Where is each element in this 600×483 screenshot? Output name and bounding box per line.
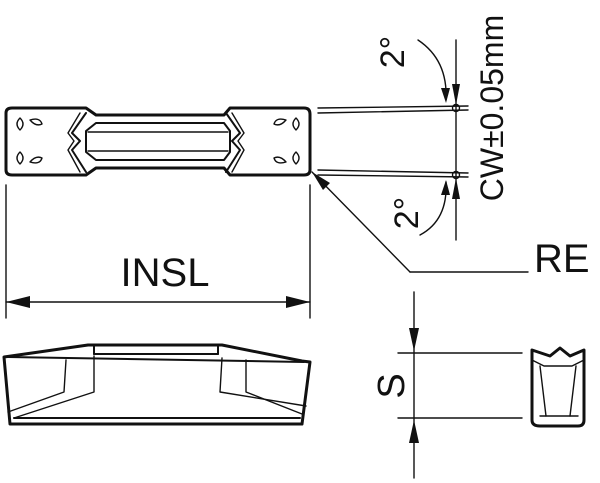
insert-groove [85, 122, 231, 161]
insert-top-outline [4, 106, 312, 177]
cw-dimension: 2° 2° CW±0.05mm [317, 15, 510, 241]
insl-label: INSL [121, 251, 210, 295]
insert-end-outline [530, 346, 586, 428]
insl-dimension: INSL [5, 184, 311, 319]
right-chipform-details [273, 117, 300, 165]
left-cutting-edge [71, 112, 87, 173]
insert-top-view [4, 106, 312, 177]
insert-end-view [530, 346, 586, 428]
s-dimension: S [371, 291, 523, 479]
re-label: RE [534, 237, 590, 281]
right-cutting-edge [225, 112, 241, 173]
angle-bottom-label: 2° [388, 197, 426, 230]
insert-side-outline [2, 343, 312, 426]
cw-label: CW±0.05mm [474, 15, 510, 201]
insert-side-view [2, 343, 312, 426]
angle-top-label: 2° [374, 36, 412, 69]
s-label: S [371, 373, 413, 398]
re-leader: RE [311, 171, 590, 281]
left-chipform-details [16, 117, 43, 165]
